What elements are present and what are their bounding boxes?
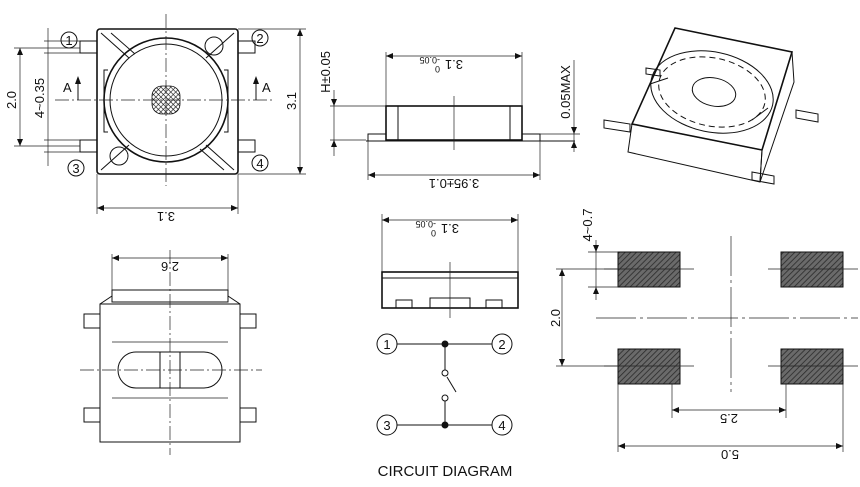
- section-label-a: A: [262, 80, 271, 95]
- dim-pad-pitch-h: 2.5: [720, 411, 738, 426]
- dim-bottom-width: 2.6: [161, 259, 179, 274]
- iso-terminal: [603, 119, 631, 133]
- pcb-pad: [780, 251, 844, 288]
- circuit-pin-number: 2: [498, 337, 505, 352]
- iso-actuator: [691, 77, 737, 107]
- svg-text:-0.05: -0.05: [415, 219, 436, 229]
- bottom-terminal: [239, 407, 257, 423]
- pcb-pad: [780, 348, 844, 385]
- circuit-pin-number: 3: [383, 418, 390, 433]
- circuit-pin-number: 1: [383, 337, 390, 352]
- pin-marker-4: [251, 154, 269, 172]
- dim-height-h: H±0.05: [318, 51, 333, 93]
- top-corner-hole: [204, 36, 224, 56]
- top-terminal-3: [79, 139, 98, 153]
- dim-overall-length: 3.95±0.1: [429, 176, 480, 191]
- dim-pad-overall: 5.0: [721, 447, 739, 462]
- bottom-view: 2.6: [80, 250, 262, 455]
- svg-text:0: 0: [431, 228, 436, 238]
- bottom-terminal: [83, 313, 101, 329]
- dim-front-width: 3.1 0 -0.05: [415, 219, 459, 238]
- bottom-terminal: [83, 407, 101, 423]
- pcb-pad: [617, 348, 681, 385]
- dim-pad-width: 4~0.7: [580, 209, 595, 242]
- svg-text:3.1: 3.1: [445, 57, 463, 72]
- pin-number: 1: [65, 33, 72, 48]
- pin-number: 3: [72, 161, 79, 176]
- front-view: 3.1 0 -0.05: [381, 214, 519, 318]
- top-terminal-1: [79, 40, 98, 54]
- top-view-body: [96, 28, 239, 175]
- switch-contact: [446, 376, 457, 393]
- dim-pad-pitch-v: 2.0: [548, 309, 563, 327]
- iso-dome-outer: [650, 50, 774, 134]
- top-terminal-4: [237, 139, 256, 153]
- dim-coplanarity: 0.05MAX: [558, 65, 573, 119]
- pin-marker-2: [251, 29, 269, 47]
- pad-layout: 4~0.7 2.0 2.5 5.0: [548, 209, 858, 462]
- dim-height: 3.1: [284, 92, 299, 110]
- bottom-terminal: [239, 313, 257, 329]
- circuit-caption: CIRCUIT DIAGRAM: [378, 463, 513, 480]
- side-view: 3.1 0 -0.05 H±0.05 0.05MAX 3.95±0.1: [318, 51, 580, 191]
- dim-side-width: 3.1 0 -0.05: [419, 55, 463, 74]
- iso-terminal: [751, 171, 775, 185]
- iso-front-face: [627, 123, 763, 183]
- svg-text:0: 0: [435, 64, 440, 74]
- pin-marker-3: [67, 159, 85, 177]
- section-label-a: A: [63, 80, 72, 95]
- dim-pitch: 2.0: [4, 91, 19, 109]
- dim-lead-width: 4~0.35: [32, 78, 47, 118]
- pin-number: 2: [256, 31, 263, 46]
- top-corner-hole: [109, 146, 129, 166]
- dim-width: 3.1: [157, 209, 175, 224]
- top-view: A A 1 2 3 4 2.0 4~0.35 3.1: [4, 14, 306, 224]
- iso-terminal: [795, 109, 819, 123]
- svg-text:-0.05: -0.05: [419, 55, 440, 65]
- svg-text:3.1: 3.1: [441, 221, 459, 236]
- pin-number: 4: [256, 156, 263, 171]
- circuit-diagram: 1 2 3 4 CIRCUIT DIAGRAM: [376, 333, 513, 480]
- pcb-pad: [617, 251, 681, 288]
- isometric-view: [603, 27, 819, 185]
- top-terminal-2: [237, 40, 256, 54]
- circuit-pin-number: 4: [498, 418, 505, 433]
